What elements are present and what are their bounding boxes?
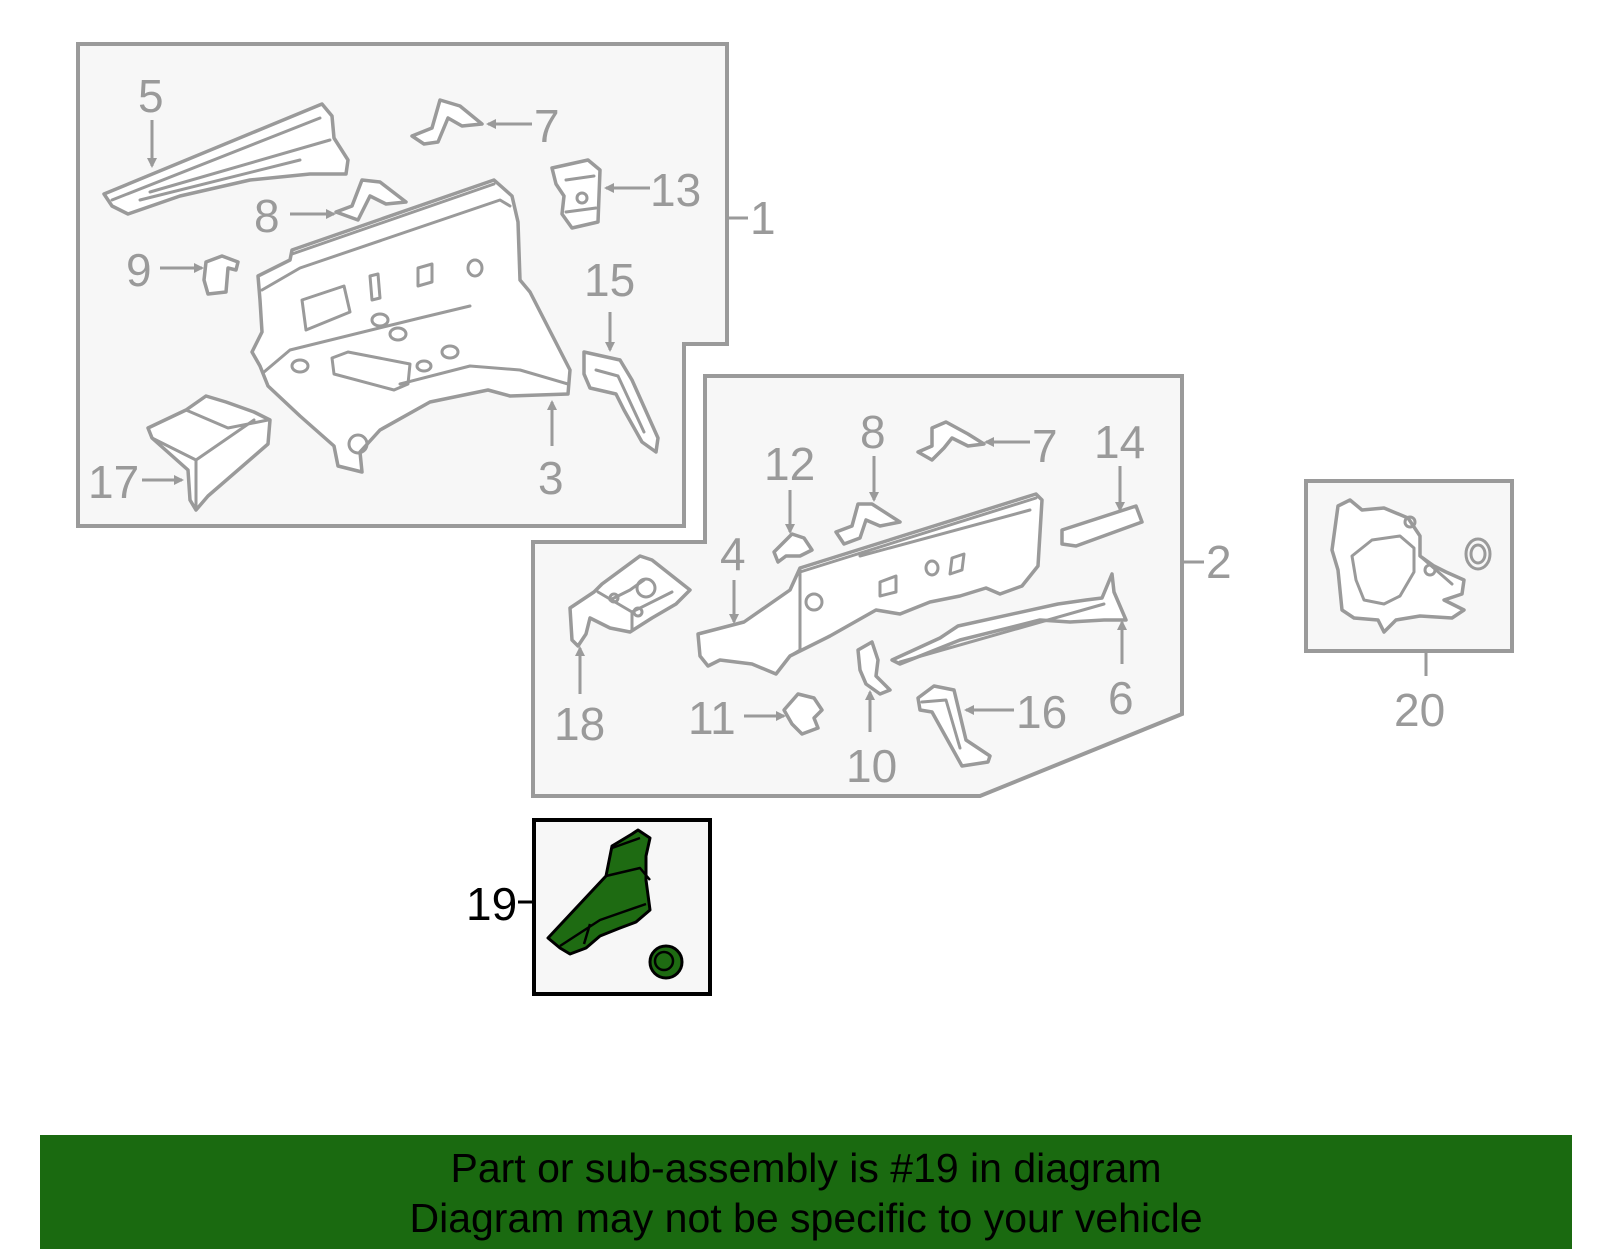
part-5-rail[interactable] <box>102 102 350 216</box>
callout-1: 1 <box>750 192 776 244</box>
callout-8-upper: 8 <box>254 190 280 242</box>
info-banner: Part or sub-assembly is #19 in diagram D… <box>40 1135 1572 1249</box>
callout-3: 3 <box>538 452 564 504</box>
part-15-brace[interactable] <box>582 350 660 454</box>
banner-line-disclaimer: Diagram may not be specific to your vehi… <box>409 1195 1203 1241</box>
callout-4: 4 <box>720 528 746 580</box>
part-8-bracket-lower[interactable] <box>834 502 902 546</box>
part-9-bracket[interactable] <box>202 254 240 296</box>
callout-8-lower: 8 <box>860 406 886 458</box>
part-3-wheelhouse[interactable] <box>250 178 572 474</box>
part-8-bracket-upper[interactable] <box>334 178 408 222</box>
part-6-apron-rail[interactable] <box>890 572 1128 666</box>
callout-6: 6 <box>1108 672 1134 724</box>
callout-13: 13 <box>650 164 701 216</box>
part-4-frame-rail[interactable] <box>696 492 1044 676</box>
callout-11: 11 <box>688 692 736 744</box>
part-20-panel[interactable] <box>1330 498 1492 634</box>
callout-12: 12 <box>764 438 815 490</box>
callout-19: 19 <box>466 878 517 930</box>
callout-5: 5 <box>138 70 164 122</box>
part-10-bracket[interactable] <box>856 640 892 696</box>
callout-14: 14 <box>1094 416 1145 468</box>
part-13-plate[interactable] <box>550 158 602 230</box>
callout-16: 16 <box>1016 686 1067 738</box>
part-11-bracket[interactable] <box>782 692 824 736</box>
part-16-brace[interactable] <box>916 684 992 768</box>
callout-7-lower: 7 <box>1032 420 1058 472</box>
callout-9: 9 <box>126 244 152 296</box>
callout-10: 10 <box>846 740 897 792</box>
callout-2: 2 <box>1206 536 1232 588</box>
part-12-clip[interactable] <box>772 532 814 564</box>
callout-7-upper: 7 <box>534 100 560 152</box>
callout-18: 18 <box>554 698 605 750</box>
part-17-box-member[interactable] <box>146 394 272 512</box>
part-7-bracket-upper[interactable] <box>410 98 484 146</box>
part-19-highlighted[interactable] <box>546 828 684 980</box>
part-18-mount[interactable] <box>568 554 692 648</box>
callout-15: 15 <box>584 254 635 306</box>
banner-line-part: Part or sub-assembly is #19 in diagram <box>450 1145 1162 1191</box>
callout-20: 20 <box>1394 684 1445 736</box>
callout-17: 17 <box>88 456 139 508</box>
